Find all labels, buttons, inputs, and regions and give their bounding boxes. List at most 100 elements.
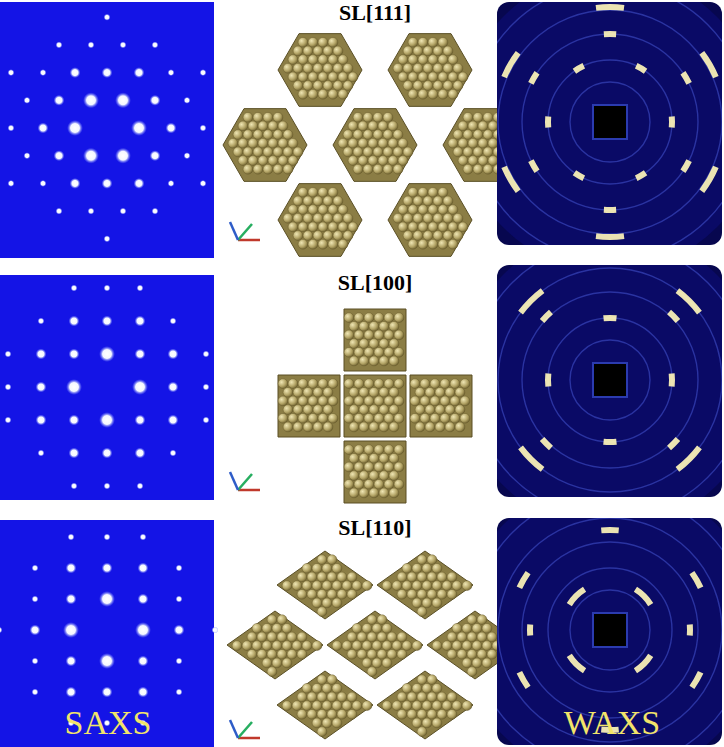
diffraction-spot bbox=[120, 208, 127, 215]
diffraction-spot bbox=[66, 594, 77, 605]
axis-triad bbox=[230, 222, 260, 240]
diffraction-spot bbox=[120, 41, 127, 48]
diffraction-spot bbox=[67, 120, 83, 136]
diffraction-spot bbox=[36, 349, 47, 360]
diffraction-spot bbox=[150, 150, 161, 161]
diffraction-spot bbox=[168, 349, 179, 360]
diffraction-spot bbox=[176, 689, 183, 696]
waxs-pattern bbox=[497, 265, 722, 497]
diffraction-spot bbox=[170, 450, 177, 457]
diffraction-spot bbox=[176, 596, 183, 603]
diffraction-spot bbox=[104, 235, 111, 242]
nanocrystal-cube bbox=[344, 375, 406, 437]
diffraction-spot bbox=[40, 180, 47, 187]
diffraction-spot bbox=[135, 622, 151, 638]
diffraction-spot bbox=[137, 483, 144, 490]
nanocrystal-hexagon bbox=[223, 109, 307, 182]
diffraction-spot bbox=[102, 178, 113, 189]
diffraction-spot bbox=[102, 448, 113, 459]
diffraction-spot bbox=[68, 534, 75, 541]
diffraction-spot bbox=[203, 417, 210, 424]
diffraction-spot bbox=[83, 92, 99, 108]
diffraction-spot bbox=[8, 180, 15, 187]
diffraction-spot bbox=[40, 69, 47, 76]
nanocrystal-rhombus bbox=[277, 671, 373, 739]
diffraction-spot bbox=[32, 658, 39, 665]
diffraction-spot bbox=[36, 382, 47, 393]
diffraction-spot bbox=[69, 316, 80, 327]
diffraction-spot bbox=[5, 417, 12, 424]
diffraction-spot bbox=[66, 563, 77, 574]
nanocrystal-rhombus bbox=[327, 611, 423, 679]
diffraction-spot bbox=[137, 285, 144, 292]
diffraction-spot bbox=[38, 123, 49, 134]
nanocrystal-hexagon bbox=[388, 184, 472, 257]
diffraction-spot bbox=[212, 627, 219, 634]
diffraction-spot bbox=[168, 69, 175, 76]
diffraction-spot bbox=[8, 69, 15, 76]
diffraction-spot bbox=[70, 67, 81, 78]
diffraction-spot bbox=[134, 67, 145, 78]
nanocrystal-rhombus bbox=[277, 551, 373, 619]
waxs-pattern bbox=[497, 518, 722, 745]
diffraction-spot bbox=[38, 318, 45, 325]
diffraction-spot bbox=[152, 41, 159, 48]
diffraction-spot bbox=[166, 123, 177, 134]
diffraction-spot bbox=[54, 95, 65, 106]
diffraction-spot bbox=[99, 591, 115, 607]
diffraction-spot bbox=[200, 180, 207, 187]
saxs-pattern bbox=[0, 520, 219, 747]
nanocrystal-rhombus bbox=[377, 551, 473, 619]
diffraction-spot bbox=[69, 448, 80, 459]
diffraction-spot bbox=[131, 120, 147, 136]
diffraction-spot bbox=[83, 148, 99, 164]
diffraction-spot bbox=[104, 483, 111, 490]
diffraction-spot bbox=[170, 318, 177, 325]
diffraction-spot bbox=[200, 125, 207, 132]
diffraction-spot bbox=[5, 351, 12, 358]
diffraction-spot bbox=[138, 687, 149, 698]
diffraction-spot bbox=[168, 382, 179, 393]
diffraction-spot bbox=[24, 97, 31, 104]
diffraction-spot bbox=[138, 656, 149, 667]
diffraction-spot bbox=[115, 148, 131, 164]
waxs-pattern bbox=[497, 2, 722, 245]
diffraction-spot bbox=[99, 346, 115, 362]
nanocrystal-cube bbox=[278, 375, 340, 437]
structure-title: SL[110] bbox=[338, 516, 411, 540]
diffraction-spot bbox=[104, 285, 111, 292]
diffraction-spot bbox=[135, 349, 146, 360]
diffraction-spot bbox=[24, 152, 31, 159]
diffraction-spot bbox=[135, 448, 146, 459]
diffraction-spot bbox=[138, 594, 149, 605]
diffraction-spot bbox=[134, 178, 145, 189]
nanocrystal-hexagon bbox=[278, 184, 362, 257]
diffraction-spot bbox=[115, 92, 131, 108]
diffraction-spot bbox=[88, 208, 95, 215]
diffraction-spot bbox=[99, 653, 115, 669]
saxs-background bbox=[0, 275, 214, 500]
method-label: SAXS bbox=[65, 704, 152, 741]
diffraction-spot bbox=[54, 150, 65, 161]
diffraction-spot bbox=[150, 95, 161, 106]
nanocrystal-cube bbox=[344, 441, 406, 503]
diffraction-spot bbox=[66, 687, 77, 698]
axis-triad bbox=[230, 472, 260, 490]
nanocrystal-hexagon bbox=[333, 109, 417, 182]
saxs-background bbox=[0, 520, 214, 747]
diffraction-spot bbox=[88, 41, 95, 48]
diffraction-spot bbox=[32, 565, 39, 572]
nanocrystal-rhombus bbox=[377, 671, 473, 739]
saxs-pattern bbox=[0, 275, 214, 500]
diffraction-spot bbox=[66, 656, 77, 667]
diffraction-spot bbox=[168, 180, 175, 187]
diffraction-spot bbox=[30, 625, 41, 636]
diffraction-spot bbox=[63, 622, 79, 638]
saxs-pattern bbox=[0, 2, 214, 258]
diffraction-spot bbox=[184, 152, 191, 159]
diffraction-spot bbox=[168, 415, 179, 426]
diffraction-spot bbox=[138, 563, 149, 574]
nanocrystal-cube bbox=[344, 309, 406, 371]
